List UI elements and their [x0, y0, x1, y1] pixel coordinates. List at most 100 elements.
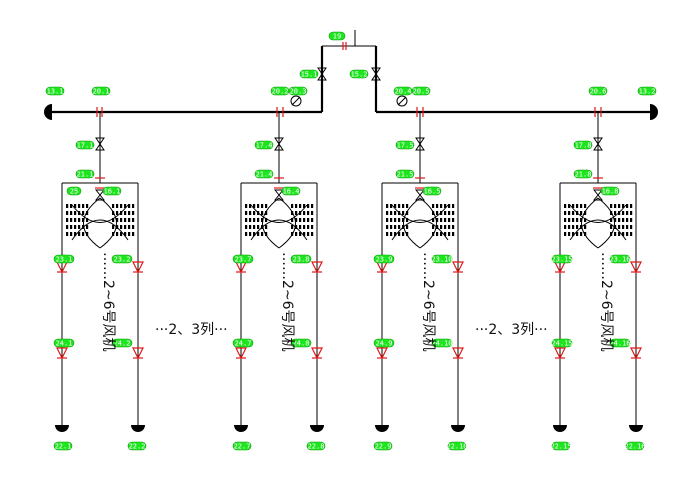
svg-text:16.8: 16.8: [602, 188, 619, 196]
tag-diode-1-c: 24.1: [53, 338, 75, 348]
tag-diode-2-c: 24.7: [232, 338, 254, 348]
svg-text:24.7: 24.7: [235, 340, 252, 348]
tag-diode-4-a: 23.15: [551, 254, 573, 264]
svg-text:16.5: 16.5: [424, 188, 441, 196]
svg-text:23.8: 23.8: [293, 256, 310, 264]
svg-text:17.8: 17.8: [575, 142, 592, 150]
svg-text:16.4: 16.4: [283, 188, 300, 196]
svg-text:20.5: 20.5: [413, 88, 430, 96]
tag-diode-1-a: 23.1: [53, 254, 75, 264]
svg-text:22.8: 22.8: [308, 443, 325, 451]
tag-end-2-b: 22.8: [306, 441, 326, 451]
side-label-3: ……2~6号风机: [420, 252, 436, 352]
tag-20-5: 20.5: [411, 86, 431, 96]
svg-text:17.5: 17.5: [397, 142, 414, 150]
tag-diode-2-b: 23.8: [290, 254, 312, 264]
svg-text:21.1: 21.1: [77, 171, 94, 179]
svg-text:22.2: 22.2: [129, 443, 146, 451]
tag-branch-3: 21.5: [395, 169, 415, 179]
tag-diode-4-d: 24.16: [609, 338, 631, 348]
svg-text:23.15: 23.15: [551, 256, 572, 264]
tag-valve-1: 17.1: [75, 140, 95, 150]
tag-branch-2: 21.4: [254, 169, 274, 179]
tag-15-2: 15.2: [349, 69, 369, 79]
column-assemblies: 17.1 21.1 25 16.1 23.1 23.2 24.1 24.2 22.1 22.2 ………: [53, 112, 646, 451]
svg-text:23.2: 23.2: [114, 256, 131, 264]
tag-valve-3: 17.5: [395, 140, 415, 150]
tag-diode-4-c: 24.15: [551, 338, 573, 348]
tag-end-4-b: 22.16: [624, 441, 646, 451]
svg-text:20.4: 20.4: [395, 88, 412, 96]
side-label-4: ……2~6号风机: [598, 252, 614, 352]
svg-text:25: 25: [70, 188, 78, 196]
tag-20-3: 20.3: [288, 86, 308, 96]
tag-end-2-a: 22.7: [232, 441, 252, 451]
svg-text:23.1: 23.1: [56, 256, 73, 264]
svg-text:17.1: 17.1: [77, 142, 94, 150]
column-3: 17.5 21.5 16.5 23.9 23.10 24.9 24.10 22.9 22.10 ……: [373, 112, 468, 451]
svg-text:23.10: 23.10: [431, 256, 452, 264]
svg-text:23.7: 23.7: [235, 256, 252, 264]
side-label-1: ……2~6号风机: [100, 252, 116, 352]
tag-end-1-b: 22.2: [127, 441, 147, 451]
svg-text:20.1: 20.1: [93, 88, 110, 96]
svg-text:16.1: 16.1: [104, 188, 121, 196]
tag-end-1-a: 22.1: [53, 441, 73, 451]
svg-text:23.16: 23.16: [609, 256, 630, 264]
column-2: 17.4 21.4 16.4 23.7 23.8 24.7 24.8 22.7 22.8 ……2~…: [232, 112, 326, 451]
tag-diode-3-d: 24.10: [431, 338, 453, 348]
svg-text:24.9: 24.9: [376, 340, 393, 348]
svg-text:20.2: 20.2: [272, 88, 289, 96]
svg-text:21.8: 21.8: [575, 171, 592, 179]
tag-diode-3-c: 24.9: [373, 338, 395, 348]
tag-inner-b-2: 16.4: [281, 186, 301, 196]
svg-text:21.5: 21.5: [397, 171, 414, 179]
svg-text:15.1: 15.1: [301, 71, 318, 79]
tag-20-1: 20.1: [91, 86, 111, 96]
tag-diode-3-a: 23.9: [373, 254, 395, 264]
tag-19: 19: [328, 31, 346, 41]
svg-text:22.7: 22.7: [234, 443, 251, 451]
svg-text:19: 19: [333, 33, 341, 41]
tag-13-1: 13.1: [45, 86, 65, 96]
side-label-2: ……2~6号风机: [279, 252, 295, 352]
svg-text:24.2: 24.2: [114, 340, 131, 348]
svg-text:23.9: 23.9: [376, 256, 393, 264]
svg-text:17.4: 17.4: [256, 142, 273, 150]
svg-text:22.16: 22.16: [624, 443, 645, 451]
tag-diode-2-d: 24.8: [290, 338, 312, 348]
tag-diode-3-b: 23.10: [431, 254, 453, 264]
note-columns-2-3-left: ···2、3列···: [155, 322, 228, 338]
svg-text:24.1: 24.1: [56, 340, 73, 348]
svg-text:24.10: 24.10: [431, 340, 452, 348]
svg-text:22.1: 22.1: [55, 443, 72, 451]
tag-20-4: 20.4: [393, 86, 413, 96]
svg-text:20.6: 20.6: [590, 88, 607, 96]
tag-end-3-b: 22.10: [446, 441, 468, 451]
tag-diode-4-b: 23.16: [609, 254, 631, 264]
tag-13-2: 13.2: [637, 86, 657, 96]
svg-text:22.15: 22.15: [550, 443, 571, 451]
tag-end-3-a: 22.9: [373, 441, 393, 451]
tag-20-6: 20.6: [588, 86, 608, 96]
tag-diode-2-a: 23.7: [232, 254, 254, 264]
svg-text:13.1: 13.1: [47, 88, 64, 96]
svg-text:22.9: 22.9: [375, 443, 392, 451]
svg-text:24.15: 24.15: [551, 340, 572, 348]
svg-text:22.10: 22.10: [446, 443, 467, 451]
column-1: 17.1 21.1 25 16.1 23.1 23.2 24.1 24.2 22.1 22.2 ………: [53, 112, 147, 451]
svg-text:21.4: 21.4: [256, 171, 273, 179]
note-columns-2-3-right: ···2、3列···: [475, 322, 548, 338]
svg-text:20.3: 20.3: [290, 88, 307, 96]
tag-diode-1-b: 23.2: [111, 254, 133, 264]
tag-inner-b-3: 16.5: [422, 186, 442, 196]
tag-20-2: 20.2: [270, 86, 290, 96]
column-4: 17.8 21.8 16.8 23.15 23.16 24.15 24.16 22.15 22.…: [550, 112, 646, 451]
tag-diode-1-d: 24.2: [111, 338, 133, 348]
tag-valve-2: 17.4: [254, 140, 274, 150]
tag-inner-a-1: 25: [66, 186, 82, 196]
tag-inner-b-1: 16.1: [102, 186, 122, 196]
tag-inner-b-4: 16.8: [600, 186, 620, 196]
svg-text:13.2: 13.2: [639, 88, 656, 96]
